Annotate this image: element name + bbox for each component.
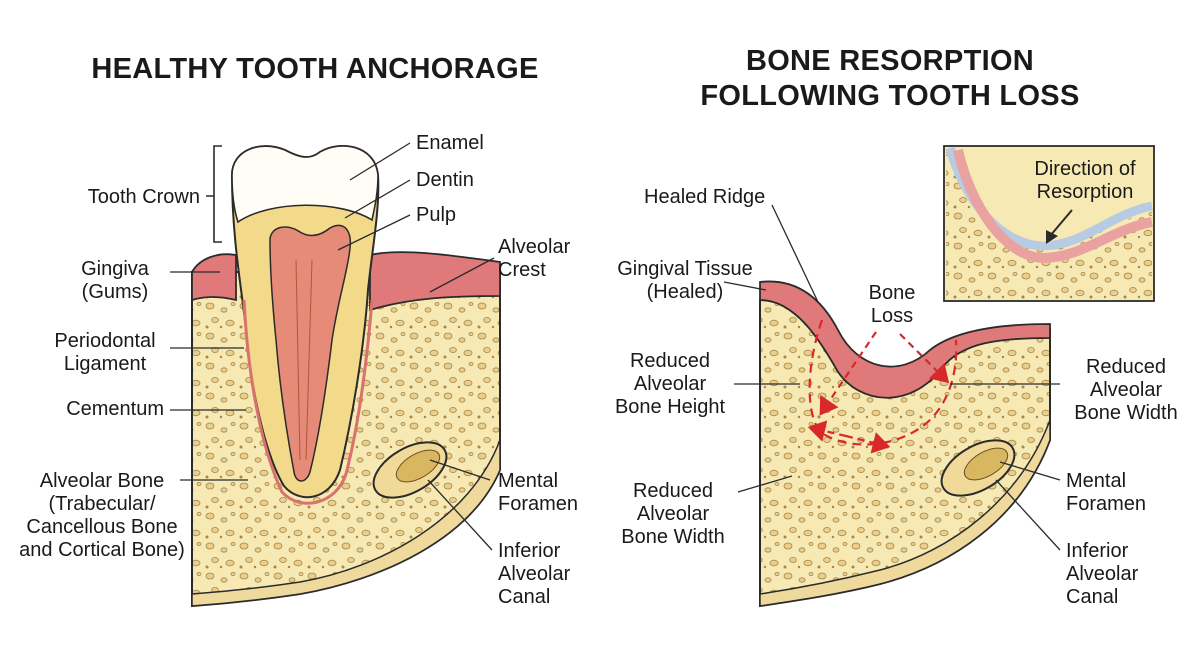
label-iac-right-line-1: Inferior — [1066, 540, 1129, 562]
label-direction-line-2: Resorption — [1036, 181, 1134, 203]
label-alveolar-bone-line-1: Alveolar Bone — [39, 470, 165, 492]
label-direction-of-resorption: Direction of Resorption — [1020, 158, 1150, 204]
label-gingival-tissue-line-1: Gingival Tissue — [617, 258, 753, 280]
label-tooth-crown: Tooth Crown — [87, 186, 200, 208]
resorption-inset — [943, 145, 1155, 302]
right-title-line-1: BONE RESORPTION — [745, 45, 1035, 77]
label-dentin: Dentin — [416, 169, 474, 191]
label-mental-foramen-left: Mental Foramen — [498, 470, 578, 516]
label-gingival-tissue-line-2: (Healed) — [646, 281, 724, 303]
label-inferior-canal-left: Inferior Alveolar Canal — [498, 540, 570, 609]
right-title-line-2: FOLLOWING TOOTH LOSS — [700, 80, 1080, 112]
periodontal-ligament — [242, 299, 374, 505]
label-gingiva-line-2: (Gums) — [81, 281, 149, 303]
right-panel-title: BONE RESORPTION FOLLOWING TOOTH LOSS — [700, 44, 1080, 114]
label-reduced-width-left: Reduced Alveolar Bone Width — [608, 480, 738, 549]
label-alveolar-bone-line-2: (Trabecular/ — [48, 493, 156, 515]
left-jaw-section — [191, 145, 501, 608]
label-reduced-width-right: Reduced Alveolar Bone Width — [1062, 356, 1190, 425]
label-pulp: Pulp — [416, 204, 457, 226]
label-alveolar-bone: Alveolar Bone (Trabecular/ Cancellous Bo… — [12, 470, 192, 562]
label-inferior-canal-right: Inferior Alveolar Canal — [1066, 540, 1138, 609]
label-reduced-height: Reduced Alveolar Bone Height — [605, 350, 735, 419]
label-reduced-height-line-2: Alveolar — [633, 373, 707, 395]
label-iac-right-line-2: Alveolar — [1066, 563, 1139, 585]
label-gingiva: Gingiva (Gums) — [60, 258, 170, 304]
bone-loss-zone — [808, 319, 958, 446]
label-gingival-tissue: Gingival Tissue (Healed) — [600, 258, 770, 304]
label-bone-loss-line-2: Loss — [870, 305, 914, 327]
inset-gum-inner — [953, 148, 1154, 264]
label-alveolar-bone-line-3: Cancellous Bone — [26, 516, 178, 538]
pulp-chamber — [269, 224, 352, 482]
right-leader-lines — [723, 204, 1061, 551]
label-rwr-line-3: Bone Width — [1074, 402, 1178, 424]
left-cortical-bone — [191, 439, 501, 607]
label-rwr-line-1: Reduced — [1085, 356, 1167, 378]
label-direction-line-1: Direction of — [1034, 158, 1136, 180]
label-mf-right-line-2: Foramen — [1066, 493, 1147, 515]
label-rwl-line-1: Reduced — [632, 480, 714, 502]
left-leader-lines — [170, 142, 495, 551]
left-gingiva-right — [369, 251, 501, 312]
label-bone-loss-line-1: Bone — [868, 282, 916, 304]
label-rwr-line-2: Alveolar — [1089, 379, 1163, 401]
right-jaw-section — [759, 280, 1051, 608]
label-iac-left-line-3: Canal — [498, 586, 551, 608]
right-cortical-bone — [759, 419, 1051, 607]
resorption-arrows — [807, 331, 950, 454]
label-mf-right-line-1: Mental — [1066, 470, 1127, 492]
label-bone-loss: Bone Loss — [862, 282, 922, 328]
left-gingiva-left — [191, 253, 237, 302]
label-iac-right-line-3: Canal — [1066, 586, 1119, 608]
label-iac-left-line-2: Alveolar — [498, 563, 571, 585]
label-alveolar-crest-line-1: Alveolar — [498, 236, 571, 258]
label-reduced-height-line-1: Reduced — [629, 350, 711, 372]
label-mf-left-line-1: Mental — [498, 470, 559, 492]
label-pdl-line-1: Periodontal — [54, 330, 156, 352]
label-rwl-line-2: Alveolar — [636, 503, 710, 525]
label-cementum: Cementum — [66, 398, 164, 420]
crown-bracket — [206, 145, 222, 243]
label-alveolar-bone-line-4: and Cortical Bone) — [19, 539, 185, 561]
label-healed-ridge: Healed Ridge — [644, 186, 766, 208]
label-alveolar-crest: Alveolar Crest — [498, 236, 570, 282]
left-panel-title: HEALTHY TOOTH ANCHORAGE — [91, 53, 539, 85]
healed-gingiva — [759, 280, 1051, 399]
label-rwl-line-3: Bone Width — [621, 526, 725, 548]
label-periodontal-ligament: Periodontal Ligament — [40, 330, 170, 376]
label-mf-left-line-2: Foramen — [498, 493, 579, 515]
label-reduced-height-line-3: Bone Height — [614, 396, 726, 418]
enamel-cap — [231, 145, 379, 224]
label-gingiva-line-1: Gingiva — [81, 258, 149, 280]
label-alveolar-crest-line-2: Crest — [498, 259, 546, 281]
label-mental-foramen-right: Mental Foramen — [1066, 470, 1146, 516]
label-enamel: Enamel — [416, 132, 484, 154]
label-iac-left-line-1: Inferior — [498, 540, 561, 562]
label-pdl-line-2: Ligament — [63, 353, 147, 375]
